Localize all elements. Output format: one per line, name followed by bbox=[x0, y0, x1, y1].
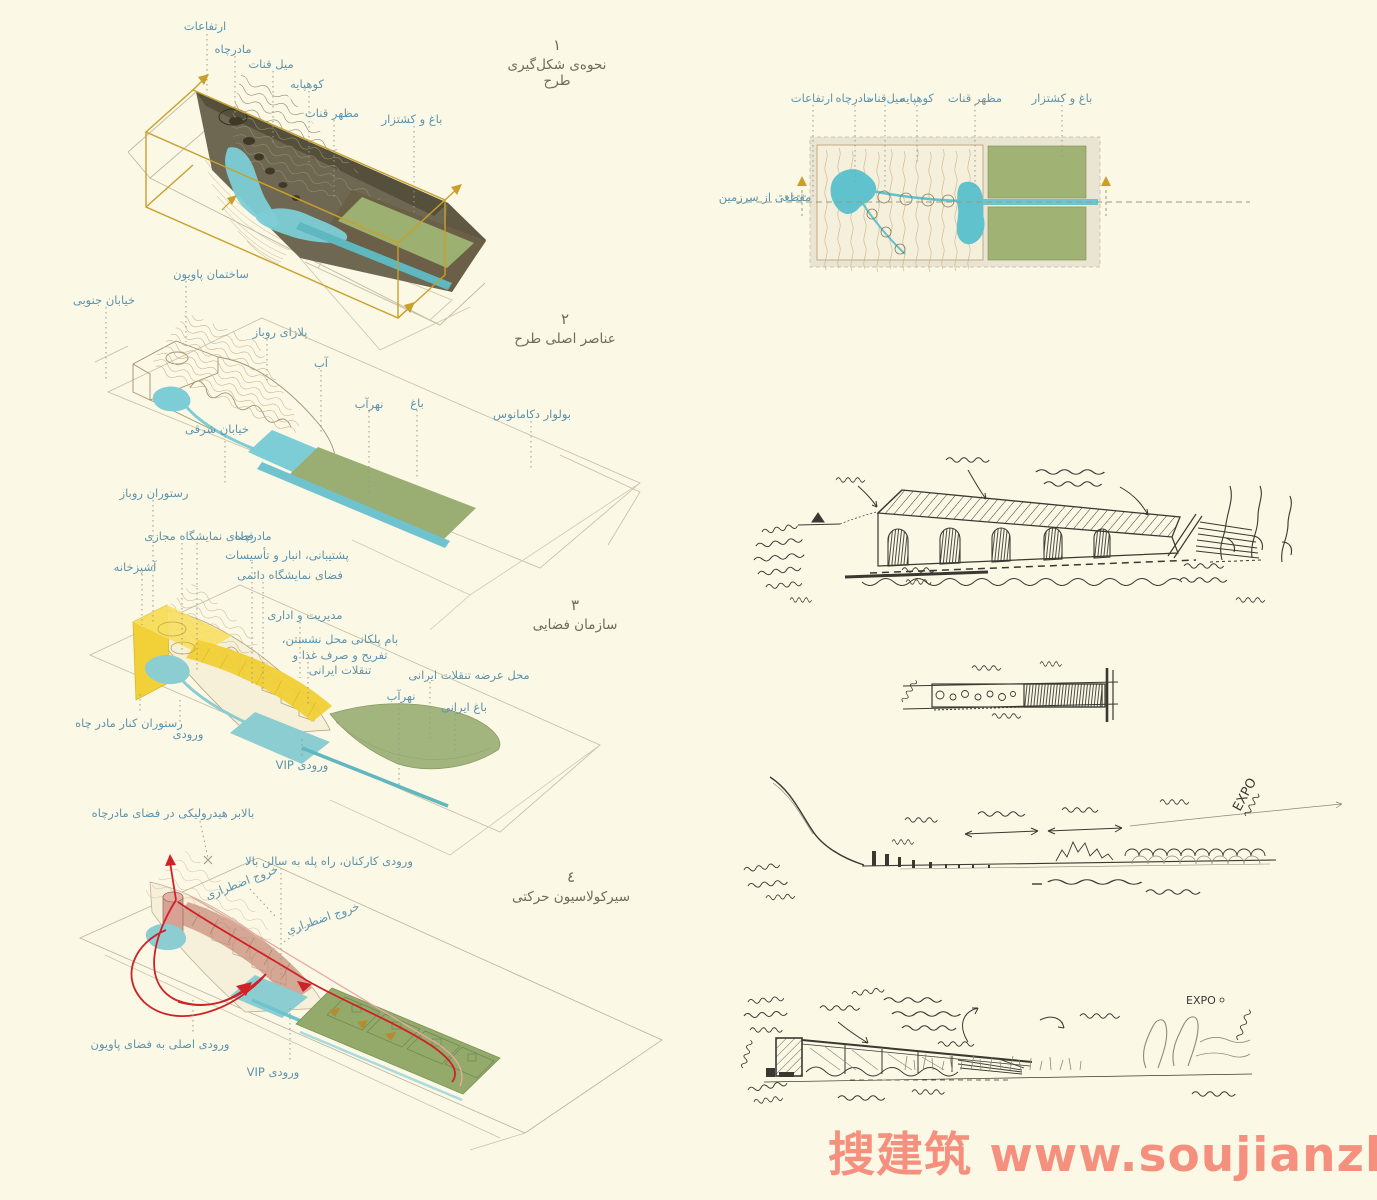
label-foothill-1: کوهپایه bbox=[290, 77, 324, 91]
label-mother-well-1: مادرچاه bbox=[214, 42, 252, 56]
label-persian-garden: باغ ایرانی bbox=[441, 700, 487, 714]
sketch-qanat-bar bbox=[900, 661, 1119, 722]
label-restaurant-by-well: رستوران کنار مادر چاه bbox=[75, 716, 183, 730]
site-plan bbox=[736, 105, 1250, 273]
plan-label-heights: ارتفاعات bbox=[790, 91, 834, 105]
label-stream-2: نهرآب bbox=[354, 397, 384, 411]
diagram4-title: ٤ سیرکولاسیون حرکتی bbox=[506, 868, 636, 905]
plan-label-mother-well: مادرچاه bbox=[835, 91, 873, 105]
sketch-building-section: EXPO bbox=[740, 986, 1253, 1105]
sketch-land-section: EXPO bbox=[743, 776, 1343, 901]
label-permanent-exhibition: فضای نمایشگاه دائمی bbox=[237, 568, 343, 582]
plan-label-qanat-outlet: مظهر قنات bbox=[947, 91, 1003, 105]
plan-label-garden-farmland: باغ و کشتزار bbox=[1031, 91, 1093, 105]
label-virtual-exhibition: فضای نمایشگاه مجازی bbox=[144, 529, 254, 543]
label-hydraulic-lift: بالابر هیدرولیکی در فضای مادرچاه bbox=[91, 806, 255, 820]
label-water: آب bbox=[313, 356, 329, 370]
label-open-restaurant: رستوران روباز bbox=[119, 486, 189, 500]
label-south-street: خیابان جنوبی bbox=[72, 293, 136, 307]
diagram4-axon bbox=[79, 841, 663, 1151]
plan-label-foothill: کوهپایه bbox=[900, 91, 934, 105]
diagram4-title-text: سیرکولاسیون حرکتی bbox=[511, 889, 631, 905]
sketch-section-perspective bbox=[753, 457, 1293, 603]
diagram3-title: ۳ سازمان فضایی bbox=[510, 596, 640, 633]
diagram1-title-text: نحوه‌ی شکل‌گیری طرح bbox=[507, 57, 607, 89]
diagram2-axon bbox=[94, 281, 641, 631]
diagram1-number: ۱ bbox=[552, 36, 562, 54]
diagram2-title: ۲ عناصر اصلی طرح bbox=[500, 310, 630, 347]
plan-label-qanat-shaft: میل‌قنات bbox=[863, 91, 905, 105]
label-east-street: خیابان شرقی bbox=[185, 422, 249, 436]
diagram1-title: ۱ نحوه‌ی شکل‌گیری طرح bbox=[492, 36, 622, 89]
label-management-admin: مدیریت و اداری bbox=[267, 608, 343, 622]
diagram3-number: ۳ bbox=[570, 596, 580, 614]
watermark: 搜建筑 www.soujianzhu.cn bbox=[828, 1128, 1377, 1183]
diagram3-title-text: سازمان فضایی bbox=[532, 617, 618, 633]
label-stream-3: نهرآب bbox=[386, 689, 416, 703]
label-decumanus-blvd: بولوار دکامانوس bbox=[493, 407, 571, 421]
label-qanat-outlet-1: مظهر قنات bbox=[304, 106, 360, 120]
label-support-storage: پشتیبانی، انبار و تأسیسات bbox=[225, 548, 349, 562]
diagram1-axon bbox=[127, 34, 512, 351]
diagram4-number: ٤ bbox=[566, 868, 576, 886]
expo-label-sketch4: EXPO bbox=[1186, 994, 1216, 1007]
diagram3-axon bbox=[89, 500, 601, 865]
label-kitchen: آشپزخانه bbox=[113, 560, 157, 574]
label-vip-entrance-3: ورودی VIP bbox=[275, 758, 329, 772]
label-mother-well-3: مادرچاه bbox=[234, 529, 272, 543]
label-open-plaza: پلازای روباز bbox=[252, 325, 308, 339]
label-main-entrance: ورودی اصلی به فضای پاویون bbox=[90, 1037, 230, 1051]
label-snacks-area: محل عرضه تنقلات ایرانی bbox=[408, 668, 530, 682]
label-stepped-roof: بام پلکانی محل نشستن، تفریح و صرف غذا و … bbox=[281, 632, 399, 678]
diagram2-number: ۲ bbox=[560, 310, 570, 328]
label-staff-entrance: ورودی کارکنان، راه پله به سالن بالا bbox=[245, 854, 413, 868]
label-entrance-3: ورودی bbox=[172, 727, 204, 741]
diagram2-title-text: عناصر اصلی طرح bbox=[514, 331, 616, 347]
label-garden-farmland-1: باغ و کشتزار bbox=[381, 112, 443, 126]
plan-label-land-section: مقطعی از سرزمین bbox=[718, 190, 812, 204]
label-pavilion-building: ساختمان پاویون bbox=[173, 267, 249, 281]
label-heights-1: ارتفاعات bbox=[183, 19, 227, 33]
label-qanat-shaft-1: میل قنات bbox=[248, 57, 294, 71]
label-vip-entrance-4: ورودی VIP bbox=[246, 1065, 300, 1079]
expo-label-sketch3: EXPO bbox=[1230, 776, 1260, 814]
label-garden-2: باغ bbox=[410, 396, 424, 410]
